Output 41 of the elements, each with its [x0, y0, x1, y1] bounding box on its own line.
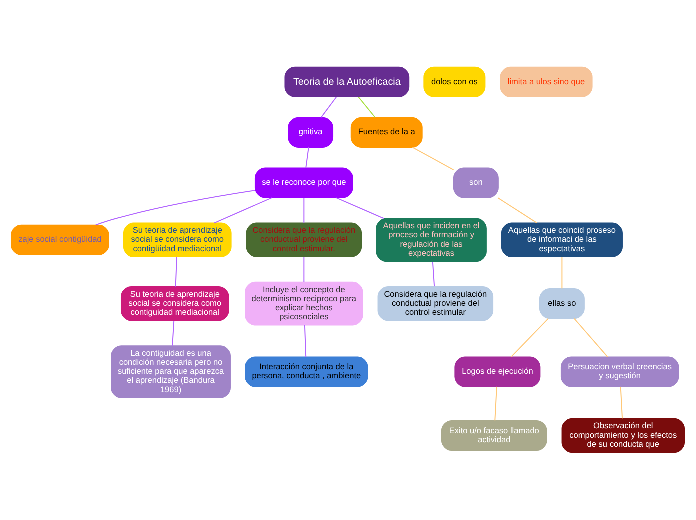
connector [412, 147, 454, 170]
node-box: limita a ulos sino que [500, 66, 593, 98]
connector [304, 256, 305, 283]
node-box: ellas so [539, 288, 585, 320]
node-box: son [453, 168, 499, 198]
connector [510, 318, 549, 358]
connector [172, 320, 175, 346]
connector [574, 318, 608, 358]
node-box: Su teoria de aprendizaje social se considera como contiguidad mediacional [120, 286, 230, 322]
node-box: se le reconoce por que [254, 168, 354, 198]
node-box: Considera que la regulación conductual proviene del control estimular. [246, 222, 362, 258]
node-box: Incluye el concepto de determinismo reciproco para explicar hechos psicosociales [245, 282, 364, 326]
node-box: Fuentes de la a [350, 117, 423, 148]
connector [320, 96, 338, 118]
node-box: Persuacion verbal creencias y sugestión [560, 356, 680, 388]
connector [562, 256, 563, 290]
connector [175, 256, 178, 288]
connector [494, 386, 498, 422]
node-box: Su teoria de aprendizaje social se considera como contigüidad mediacional [123, 222, 232, 258]
node-box: La contiguidad es una condición necesaria pero no suficiente para que aparezca el aprendizaje (Bandura 1969) [111, 346, 231, 399]
connector [620, 386, 624, 420]
node-box: Observación del comportamiento y los efectos de su conducta que [562, 418, 685, 454]
connector [304, 198, 305, 224]
connector [336, 198, 384, 220]
connector [432, 261, 436, 288]
node-box: Aquellas que inciden en el proceso de formación y regulación de las expectativas [376, 218, 487, 262]
connector [214, 198, 272, 224]
connector [304, 324, 307, 358]
node-box: Aquellas que coincid proseso de informaci de las espectativas [501, 222, 623, 258]
node-box: Logos de ejecución [454, 356, 541, 388]
node-box: Interacción conjunta de la persona, conducta , ambiente [245, 356, 368, 388]
connector [306, 147, 310, 168]
node-box: zaje social contigüidad [11, 224, 110, 256]
node-box: gnitiva [288, 117, 334, 148]
node-box: Considera que la regulación conductual proviene del control estimular [378, 286, 494, 322]
connector [95, 190, 256, 226]
node-box: Exito u/o facaso llamado actividad [441, 420, 548, 452]
connector [498, 198, 538, 224]
node-box: dolos con os [424, 66, 486, 98]
node-box: Teoria de la Autoeficacia [284, 66, 410, 98]
connector [358, 96, 376, 118]
